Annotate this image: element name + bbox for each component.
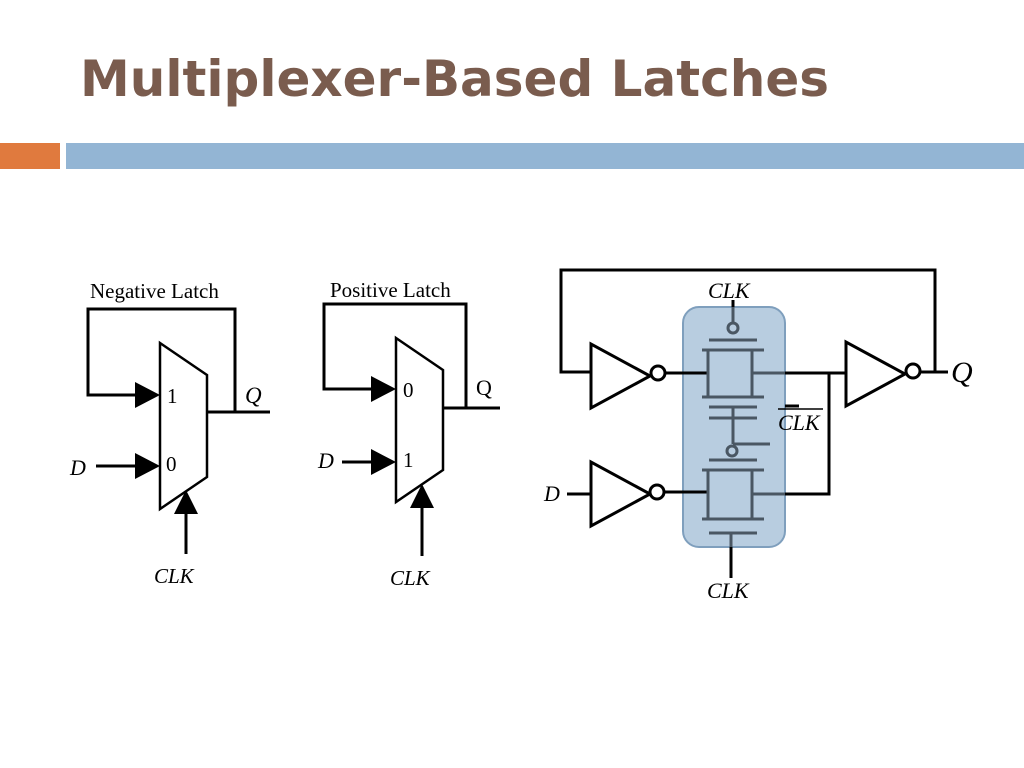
negative-latch-d-arrow bbox=[135, 453, 160, 479]
negative-latch-feedback-wire bbox=[86, 307, 237, 412]
positive-latch-title: Positive Latch bbox=[330, 278, 451, 302]
inverter-right bbox=[844, 339, 909, 409]
accent-bar-orange bbox=[0, 143, 60, 169]
transmission-gate-upper bbox=[702, 307, 785, 418]
positive-latch: Positive Latch 0 1 Q D CLK bbox=[317, 278, 500, 590]
clk-top-label: CLK bbox=[708, 278, 751, 303]
clk-bottom-label: CLK bbox=[707, 578, 750, 603]
q-output-label: Q bbox=[951, 356, 973, 389]
accent-bar-blue bbox=[66, 143, 1024, 169]
positive-latch-mux bbox=[394, 335, 445, 505]
output-node-wire-lower bbox=[785, 373, 831, 496]
positive-latch-q-label: Q bbox=[476, 375, 492, 400]
positive-latch-input-1: 1 bbox=[403, 448, 414, 472]
negative-latch-feedback-arrow bbox=[135, 382, 160, 408]
negative-latch-mux bbox=[158, 340, 209, 512]
inverter-top-left bbox=[589, 341, 654, 411]
page-title: Multiplexer-Based Latches bbox=[80, 50, 830, 108]
negative-latch-clk-arrow bbox=[174, 490, 198, 514]
positive-latch-clk-label: CLK bbox=[390, 566, 431, 590]
positive-latch-d-label: D bbox=[317, 448, 334, 473]
negative-latch-clk-label: CLK bbox=[154, 564, 195, 588]
inverter-bottom-left-bubble bbox=[648, 483, 666, 501]
inverter-right-bubble bbox=[904, 362, 922, 380]
negative-latch-input-0: 0 bbox=[166, 452, 177, 476]
positive-latch-feedback-arrow bbox=[371, 376, 396, 402]
negative-latch-q-label: Q bbox=[245, 383, 262, 408]
negative-latch: Negative Latch 1 0 Q D CLK bbox=[69, 279, 270, 588]
feedback-loop-wire bbox=[559, 268, 937, 374]
positive-latch-d-arrow bbox=[371, 449, 396, 475]
inverter-top-left-bubble bbox=[649, 364, 667, 382]
transistor-latch-circuit: CLK CLK CLK D Q bbox=[543, 268, 973, 603]
positive-latch-clk-arrow bbox=[410, 484, 434, 508]
clk-bar-label: CLK bbox=[778, 410, 821, 435]
inverter-bottom-left bbox=[589, 459, 654, 529]
d-input-label: D bbox=[543, 481, 560, 506]
negative-latch-input-1: 1 bbox=[167, 384, 178, 408]
negative-latch-d-label: D bbox=[69, 455, 86, 480]
positive-latch-feedback-wire bbox=[322, 302, 468, 408]
positive-latch-input-0: 0 bbox=[403, 378, 414, 402]
transmission-gate-lower bbox=[702, 416, 785, 535]
negative-latch-title: Negative Latch bbox=[90, 279, 219, 303]
